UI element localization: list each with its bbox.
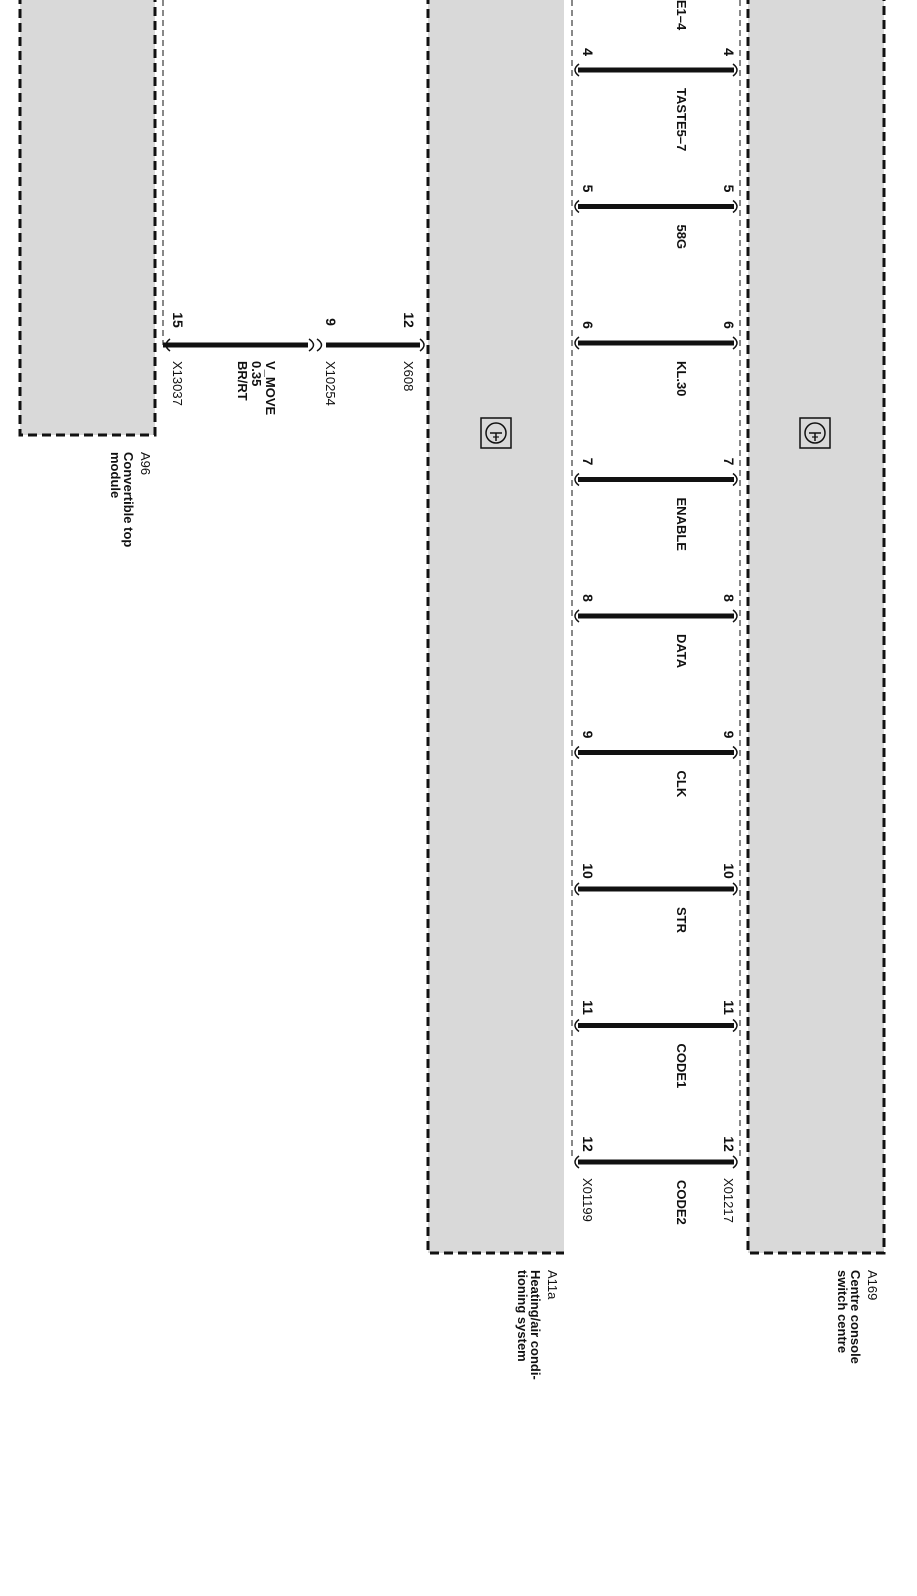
- a96-label-group: A96 Convertible top module: [108, 452, 153, 547]
- x13037-connector-mark: [165, 338, 171, 352]
- a11a-pin-terminal: [574, 745, 580, 760]
- a169-pin-terminal: [732, 63, 738, 77]
- pin-a169-label: 4: [721, 48, 737, 56]
- a169-name-line2: switch centre: [835, 1270, 850, 1353]
- pin-a169-label: 9: [721, 731, 737, 739]
- x10254-connector-mark: [308, 338, 323, 352]
- ground-symbol-icon: [480, 417, 512, 449]
- partial-pin-a169: 4: [721, 48, 737, 56]
- pin-x10254: 9: [323, 318, 339, 326]
- bus-signal-label: CODE2: [674, 1180, 689, 1225]
- connector-a169-label: X01217: [721, 1178, 736, 1223]
- a169-label-group: A169 Centre console switch centre: [835, 1270, 880, 1364]
- bus-signal-label: CODE1: [674, 1044, 689, 1089]
- connector-a11a-label: X01199: [580, 1178, 595, 1222]
- bus-signal-label: TASTE5–7: [674, 88, 689, 151]
- pin-a169-label: 6: [721, 321, 737, 329]
- a11a-id: A11a: [545, 1270, 560, 1300]
- pin-a169-label: 10: [721, 863, 737, 879]
- a169-box-border: [746, 0, 886, 1255]
- a169-pin-terminal: [732, 1018, 738, 1033]
- bus-signal-label: DATA: [674, 634, 689, 669]
- pin-a11a-label: 5: [580, 185, 596, 193]
- pin-a11a-label: 12: [580, 1136, 596, 1152]
- pin-a169-label: 5: [721, 185, 737, 193]
- a96-name-line2: module: [108, 452, 123, 498]
- component-a169: [739, 0, 886, 1255]
- pin-a169-label: 7: [721, 458, 737, 466]
- a96-box-border: [18, 0, 157, 437]
- pin-a11a-label: 11: [580, 1000, 596, 1015]
- a11a-label-group: A11a Heating/air condi- tioning system: [515, 1270, 560, 1380]
- bus-wire: 5 5 58G: [574, 185, 738, 250]
- pin-x608: 12: [401, 312, 417, 328]
- vmove-signal-label: V_MOVE: [263, 361, 278, 416]
- pin-x13037: 15: [170, 312, 186, 328]
- a11a-pin-terminal: [574, 63, 580, 77]
- bus-signal-label: ENABLE: [674, 498, 689, 552]
- a169-id: A169: [865, 1270, 880, 1300]
- pin-a11a-label: 10: [580, 863, 596, 879]
- a11a-box-border: [426, 0, 564, 1255]
- a11a-name-line2: tioning system: [515, 1270, 530, 1362]
- vmove-wire-group: 12 X608 9 X10254 15 X13037 V_MOVE 0.35 B…: [163, 312, 425, 416]
- bus-wire: 6 6KL.30: [574, 321, 738, 396]
- a11a-pin-terminal: [574, 472, 580, 487]
- ground-symbol-icon: [799, 417, 831, 449]
- a11a-pin-terminal: [574, 336, 580, 350]
- a169-pin-terminal: [732, 336, 738, 350]
- a11a-pin-terminal: [574, 199, 580, 214]
- connector-x608-label: X608: [401, 361, 416, 391]
- a11a-box-fill: [428, 0, 564, 1253]
- a169-box-fill: [748, 0, 884, 1253]
- pin-a11a-label: 9: [580, 731, 596, 739]
- component-a11a: [426, 0, 573, 1255]
- partial-pin-a11a: 4: [580, 48, 596, 56]
- a11a-pin-terminal: [574, 609, 580, 623]
- bus-signal-label: 58G: [674, 225, 689, 250]
- component-a96: [18, 0, 164, 437]
- a96-id: A96: [138, 452, 153, 475]
- a11a-pin-terminal: [574, 1018, 580, 1033]
- a96-box-fill: [20, 0, 155, 435]
- a169-pin-terminal: [732, 609, 738, 623]
- pin-a11a-label: 8: [580, 594, 596, 602]
- connector-x10254-label: X10254: [323, 361, 338, 406]
- pin-a169-label: 12: [721, 1136, 737, 1152]
- a96-name-line1: Convertible top: [121, 452, 136, 547]
- vmove-cross-section: 0.35: [249, 361, 264, 386]
- pin-a11a-label: 7: [580, 458, 596, 466]
- a169-name-line1: Centre console: [848, 1270, 863, 1364]
- pin-a169-label: 11: [721, 1000, 737, 1015]
- a11a-pin-terminal: [574, 882, 580, 896]
- partial-signal-label: E1–4: [674, 0, 689, 31]
- a169-pin-terminal: [732, 745, 738, 760]
- pin-a11a-label: 6: [580, 321, 596, 329]
- a169-pin-terminal: [732, 472, 738, 487]
- bus-signal-label: KL.30: [674, 361, 689, 396]
- connector-x13037-label: X13037: [170, 361, 185, 406]
- a11a-name-line1: Heating/air condi-: [528, 1270, 543, 1380]
- pin-a169-label: 8: [721, 594, 737, 602]
- bus-signal-label: CLK: [674, 771, 689, 798]
- bus-signal-label: STR: [674, 907, 689, 934]
- pin-a11a-label: 4: [580, 48, 596, 56]
- vmove-wire-color: BR/RT: [235, 361, 250, 401]
- x608-connector-mark: [419, 338, 425, 352]
- a169-pin-terminal: [732, 882, 738, 896]
- a11a-pin-terminal: [574, 1155, 580, 1169]
- a169-pin-terminal: [732, 1155, 738, 1169]
- a169-pin-terminal: [732, 199, 738, 214]
